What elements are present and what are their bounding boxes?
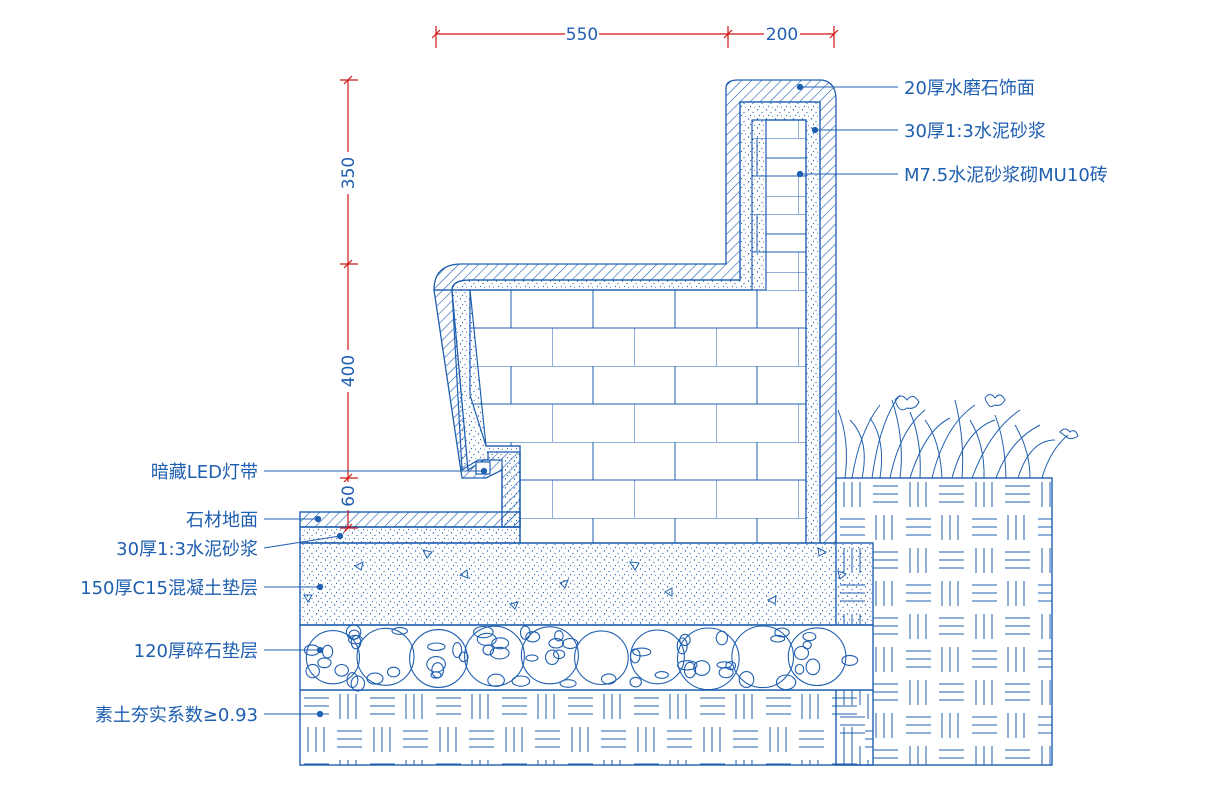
label-brick: M7.5水泥砂浆砌MU10砖 xyxy=(904,165,1108,186)
dim-width-seat: 550 xyxy=(566,25,598,45)
dim-height-seat: 400 xyxy=(339,355,359,387)
label-concrete: 150厚C15混凝土垫层 xyxy=(80,578,258,599)
soil-layer xyxy=(299,689,874,766)
label-mortar-floor: 30厚1:3水泥砂浆 xyxy=(116,539,258,560)
label-terrazzo: 20厚水磨石饰面 xyxy=(904,78,1035,99)
label-mortar: 30厚1:3水泥砂浆 xyxy=(904,121,1046,142)
label-gravel: 120厚碎石垫层 xyxy=(134,641,258,662)
concrete-layer xyxy=(299,542,874,626)
dim-height-back: 350 xyxy=(339,157,359,189)
grass-planting xyxy=(837,394,1079,479)
label-stone-floor: 石材地面 xyxy=(186,510,258,531)
label-led: 暗藏LED灯带 xyxy=(151,462,258,483)
dim-height-base: 60 xyxy=(339,485,359,507)
gravel-layer xyxy=(299,624,874,692)
seat-terrazzo xyxy=(433,79,837,544)
label-soil: 素土夯实系数≥0.93 xyxy=(95,705,258,726)
dimension-left xyxy=(340,75,358,533)
leader-lines xyxy=(263,83,898,718)
stone-floor xyxy=(299,511,521,528)
dim-width-back: 200 xyxy=(766,25,798,45)
floor-mortar xyxy=(299,526,521,544)
